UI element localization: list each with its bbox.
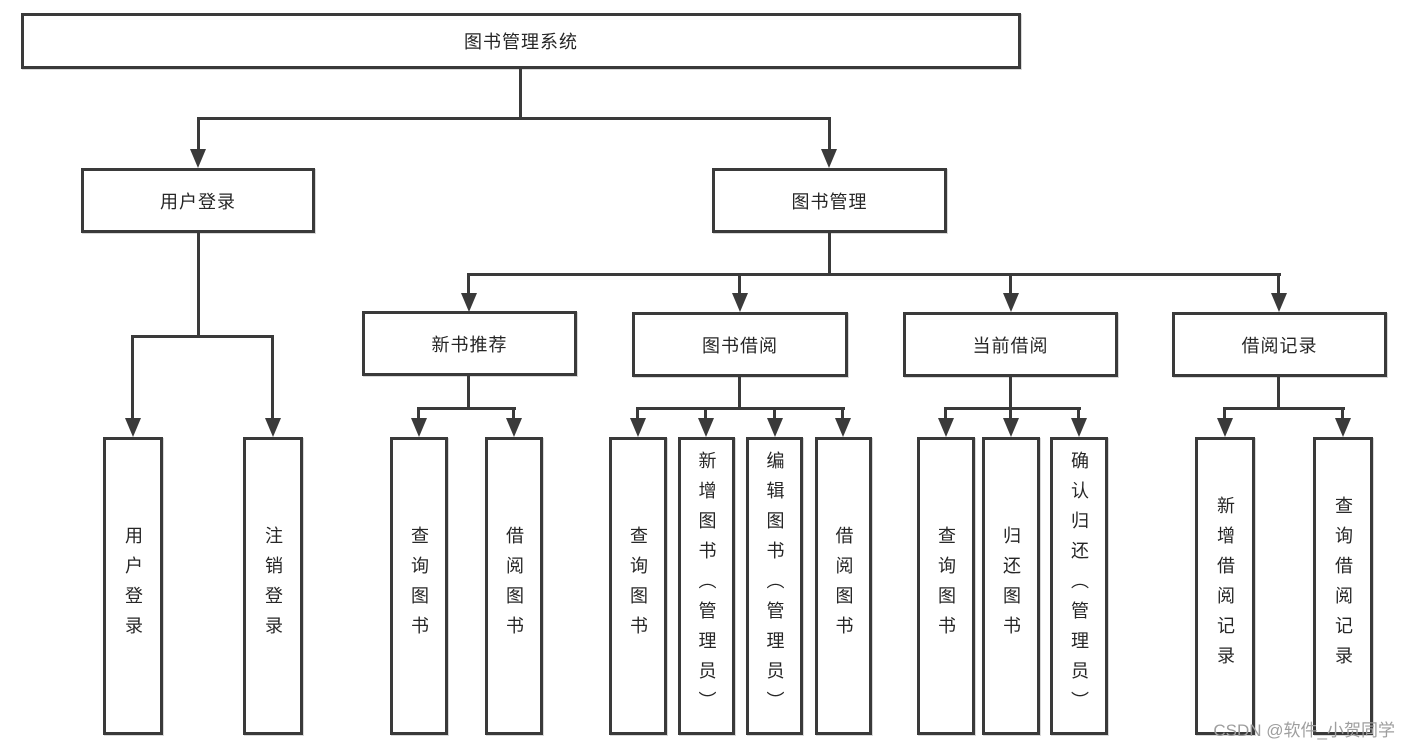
node-label: 新增借阅记录 xyxy=(1215,496,1235,676)
node-label: 用户登录 xyxy=(123,526,143,646)
connector-line xyxy=(738,377,741,407)
connector-line xyxy=(417,407,420,419)
connector-line xyxy=(828,117,831,150)
leaf-query-books-recommend: 查询图书 xyxy=(390,437,448,735)
leaf-borrow-books: 借阅图书 xyxy=(815,437,872,735)
arrowhead-down-icon xyxy=(698,418,714,437)
arrowhead-down-icon xyxy=(125,418,141,437)
node-book-management: 图书管理 xyxy=(712,168,947,233)
arrowhead-down-icon xyxy=(265,418,281,437)
connector-line xyxy=(467,376,470,407)
connector-line xyxy=(841,407,844,419)
arrowhead-down-icon xyxy=(461,293,477,312)
connector-line xyxy=(773,407,776,419)
node-new-book-recommend: 新书推荐 xyxy=(362,311,577,376)
connector-line xyxy=(131,335,274,338)
arrowhead-down-icon xyxy=(821,149,837,168)
node-label: 查询借阅记录 xyxy=(1333,496,1353,676)
leaf-edit-book-admin: 编辑图书（管理员） xyxy=(746,437,803,735)
node-label: 新书推荐 xyxy=(431,334,508,355)
connector-line xyxy=(467,273,470,294)
node-label: 注销登录 xyxy=(263,526,283,646)
arrowhead-down-icon xyxy=(1003,418,1019,437)
connector-line xyxy=(1077,407,1080,419)
node-current-borrow: 当前借阅 xyxy=(903,312,1118,377)
connector-line xyxy=(417,407,516,410)
node-label: 图书借阅 xyxy=(702,335,778,356)
node-label: 借阅图书 xyxy=(504,526,524,646)
arrowhead-down-icon xyxy=(506,418,522,437)
node-label: 图书管理 xyxy=(791,191,868,212)
leaf-query-borrow-record: 查询借阅记录 xyxy=(1313,437,1373,735)
connector-line xyxy=(197,233,200,335)
node-label: 借阅图书 xyxy=(833,526,854,646)
arrowhead-down-icon xyxy=(1071,418,1087,437)
connector-line xyxy=(1223,407,1226,419)
node-label: 当前借阅 xyxy=(972,335,1049,356)
csdn-watermark: CSDN @软件_小贺同学 xyxy=(1213,721,1395,740)
arrowhead-down-icon xyxy=(835,418,851,437)
connector-line xyxy=(1277,273,1280,294)
arrowhead-down-icon xyxy=(1271,293,1287,312)
leaf-add-borrow-record: 新增借阅记录 xyxy=(1195,437,1255,735)
connector-line xyxy=(1009,377,1012,407)
connector-line xyxy=(944,407,947,419)
connector-line xyxy=(704,407,707,419)
node-book-borrow: 图书借阅 xyxy=(632,312,848,377)
connector-line xyxy=(636,407,639,419)
arrowhead-down-icon xyxy=(411,418,427,437)
connector-line xyxy=(1341,407,1344,419)
connector-line xyxy=(131,335,134,419)
node-label: 查询图书 xyxy=(628,526,648,646)
node-label: 新增图书（管理员） xyxy=(696,451,717,721)
connector-line xyxy=(467,273,1281,276)
connector-line xyxy=(1223,407,1345,410)
connector-line xyxy=(944,407,1081,410)
connector-line xyxy=(1009,273,1012,294)
connector-line xyxy=(1009,407,1012,419)
leaf-query-books-borrow: 查询图书 xyxy=(609,437,667,735)
connector-line xyxy=(1277,377,1280,407)
node-label: 查询图书 xyxy=(409,526,429,646)
leaf-return-book: 归还图书 xyxy=(982,437,1040,735)
node-label: 确认归还（管理员） xyxy=(1069,451,1089,721)
leaf-confirm-return-admin: 确认归还（管理员） xyxy=(1050,437,1108,735)
arrowhead-down-icon xyxy=(190,149,206,168)
leaf-add-book-admin: 新增图书（管理员） xyxy=(678,437,735,735)
node-label: 查询图书 xyxy=(936,526,956,646)
connector-line xyxy=(197,117,831,120)
node-label: 借阅记录 xyxy=(1241,335,1318,356)
connector-line xyxy=(197,117,200,150)
leaf-borrow-books-recommend: 借阅图书 xyxy=(485,437,543,735)
node-label: 编辑图书（管理员） xyxy=(764,451,785,721)
arrowhead-down-icon xyxy=(767,418,783,437)
arrowhead-down-icon xyxy=(1003,293,1019,312)
arrowhead-down-icon xyxy=(630,418,646,437)
connector-line xyxy=(738,273,741,294)
node-label: 归还图书 xyxy=(1001,526,1021,646)
node-label: 用户登录 xyxy=(160,191,236,212)
node-borrow-records: 借阅记录 xyxy=(1172,312,1387,377)
node-user-login: 用户登录 xyxy=(81,168,315,233)
node-root-library-system: 图书管理系统 xyxy=(21,13,1021,69)
connector-line xyxy=(512,407,515,419)
arrowhead-down-icon xyxy=(1335,418,1351,437)
leaf-logout: 注销登录 xyxy=(243,437,303,735)
arrowhead-down-icon xyxy=(732,293,748,312)
connector-line xyxy=(636,407,845,410)
node-label: 图书管理系统 xyxy=(464,32,578,52)
connector-line xyxy=(271,335,274,419)
arrowhead-down-icon xyxy=(938,418,954,437)
leaf-user-login: 用户登录 xyxy=(103,437,163,735)
arrowhead-down-icon xyxy=(1217,418,1233,437)
connector-line xyxy=(828,233,831,273)
leaf-query-books-current: 查询图书 xyxy=(917,437,975,735)
connector-line xyxy=(519,69,522,117)
